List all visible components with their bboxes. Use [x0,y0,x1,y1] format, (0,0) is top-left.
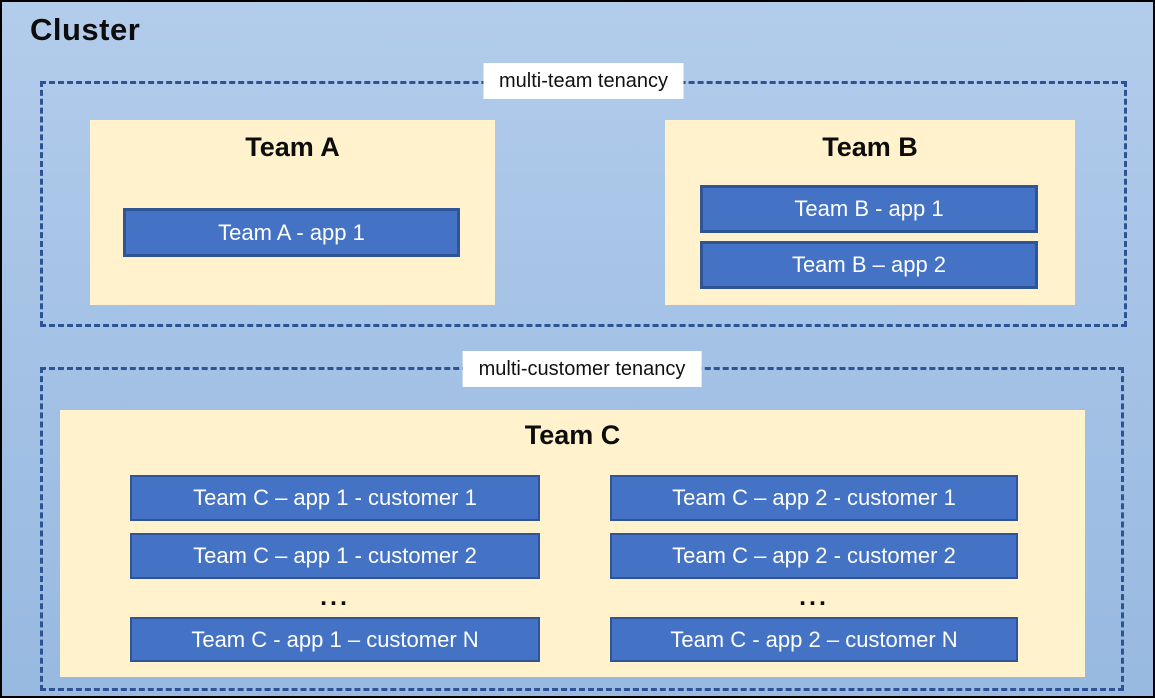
team-b-app-1-box: Team B - app 1 [700,185,1038,233]
team-b-box: Team B Team B - app 1 Team B – app 2 [665,120,1075,305]
team-c-box: Team C Team C – app 1 - customer 1 Team … [60,410,1085,677]
team-c-app1-ellipsis: ... [320,583,350,611]
team-a-app-1-box: Team A - app 1 [123,208,460,257]
team-c-app1-customerN-box: Team C - app 1 – customer N [130,617,540,662]
team-b-app-2-box: Team B – app 2 [700,241,1038,289]
cluster-title: Cluster [30,12,141,47]
team-c-app2-ellipsis: ... [799,583,829,611]
team-c-app1-column: Team C – app 1 - customer 1 Team C – app… [130,410,540,677]
team-c-app2-column: Team C – app 2 - customer 1 Team C – app… [610,410,1018,677]
team-c-app2-customer2-box: Team C – app 2 - customer 2 [610,533,1018,579]
team-c-title: Team C [524,420,621,450]
team-c-app2-customerN-box: Team C - app 2 – customer N [610,617,1018,662]
section-label-multi-customer: multi-customer tenancy [462,351,702,387]
team-c-app1-customer2-box: Team C – app 1 - customer 2 [130,533,540,579]
team-c-app1-customer1-box: Team C – app 1 - customer 1 [130,475,540,521]
team-a-box: Team A Team A - app 1 [90,120,495,305]
section-multi-team-tenancy: multi-team tenancy Team A Team A - app 1… [40,63,1127,327]
team-b-title: Team B [822,132,918,162]
section-label-multi-team: multi-team tenancy [483,63,684,99]
team-c-app2-customer1-box: Team C – app 2 - customer 1 [610,475,1018,521]
team-a-title: Team A [245,132,340,162]
section-multi-customer-tenancy: multi-customer tenancy Team C Team C – a… [40,351,1124,691]
